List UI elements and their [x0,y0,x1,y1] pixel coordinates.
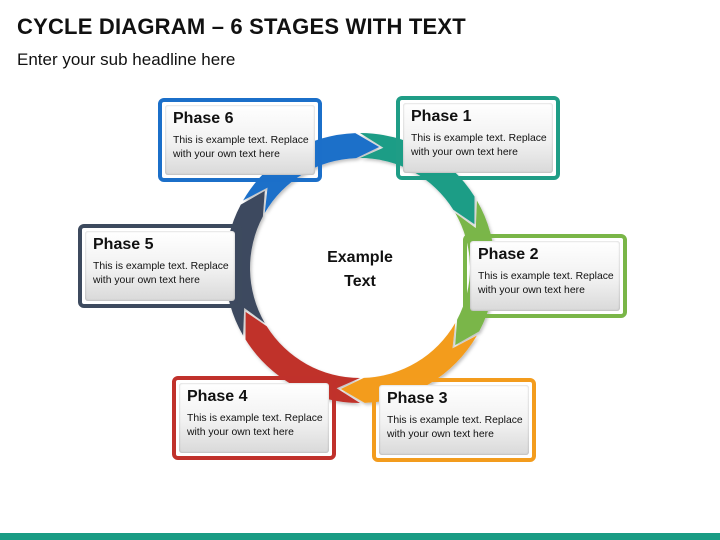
page-subtitle: Enter your sub headline here [17,50,236,69]
phase-3-text: This is example text. Replace with your … [387,415,523,440]
phase-6-arrow-segment [243,133,380,213]
phase-4-text: This is example text. Replace with your … [187,413,323,438]
bottom-accent-bar [0,533,720,540]
phase-5-text: This is example text. Replace with your … [93,261,229,286]
phase-5-title: Phase 5 [93,236,154,253]
phase-1-card: Phase 1 This is example text. Replace wi… [396,96,560,180]
phase-6-text: This is example text. Replace with your … [173,135,309,160]
phase-3-card: Phase 3 This is example text. Replace wi… [372,378,536,462]
phase-2-text: This is example text. Replace with your … [478,271,614,296]
phase-5-card: Phase 5 This is example text. Replace wi… [78,224,242,308]
phase-6-title: Phase 6 [173,110,234,127]
phase-4-card: Phase 4 This is example text. Replace wi… [172,376,336,460]
page-title: CYCLE DIAGRAM – 6 STAGES WITH TEXT [17,14,466,39]
phase-1-arrow-segment [360,133,475,225]
phase-6-card: Phase 6 This is example text. Replace wi… [158,98,322,182]
phase-3-title: Phase 3 [387,390,448,407]
phase-4-title: Phase 4 [187,388,248,405]
phase-1-title: Phase 1 [411,108,472,125]
phase-2-card: Phase 2 This is example text. Replace wi… [463,234,627,318]
phase-2-title: Phase 2 [478,246,539,263]
phase-1-text: This is example text. Replace with your … [411,133,547,158]
center-label: Example Text [327,249,393,290]
